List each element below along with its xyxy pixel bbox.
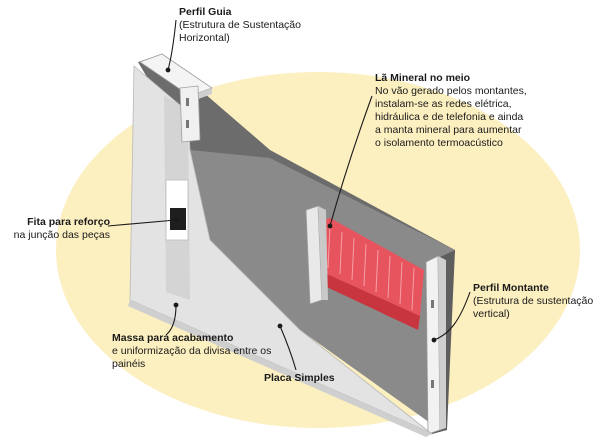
steel-stud-right xyxy=(425,255,446,435)
label-perfil-guia: Perfil Guia (Estrutura de Sustentação Ho… xyxy=(179,6,319,45)
label-placa: Placa Simples xyxy=(264,372,364,385)
wall-top-surface xyxy=(138,55,455,260)
leader-massa xyxy=(165,304,177,336)
label-placa-title: Placa Simples xyxy=(264,372,335,384)
top-track xyxy=(139,53,213,143)
label-perfil-montante-desc: (Estrutura de sustentação vertical) xyxy=(473,295,594,320)
steel-stud-left xyxy=(305,205,328,305)
label-la-mineral-title: Lã Mineral no meio xyxy=(375,72,471,84)
label-fita-title: Fita para reforço xyxy=(27,216,110,228)
leader-fita xyxy=(107,219,177,227)
dot-perfil-montante xyxy=(431,337,437,343)
gypsum-board-edge xyxy=(128,300,432,437)
label-fita-desc: na junção das peças xyxy=(13,229,110,241)
leader-la-mineral xyxy=(329,95,373,227)
dot-massa xyxy=(173,302,179,308)
dot-fita xyxy=(173,217,179,223)
label-la-mineral: Lã Mineral no meio No vão gerado pelos m… xyxy=(375,72,527,150)
leader-placa xyxy=(279,325,297,371)
label-la-mineral-desc: No vão gerado pelos montantes, instalam-… xyxy=(375,85,527,149)
label-massa-desc: e uniformização da divisa entre os painé… xyxy=(112,345,272,370)
label-perfil-guia-desc: (Estrutura de Sustentação Horizontal) xyxy=(179,19,301,44)
dot-perfil-guia xyxy=(165,67,171,73)
mineral-wool xyxy=(316,218,424,330)
dot-la-mineral xyxy=(327,223,333,229)
label-perfil-montante-title: Perfil Montante xyxy=(473,282,549,294)
label-perfil-guia-title: Perfil Guia xyxy=(179,6,232,18)
label-massa-title: Massa para acabamento xyxy=(112,332,234,344)
leader-perfil-montante xyxy=(433,291,471,341)
label-perfil-montante: Perfil Montante (Estrutura de sustentaçã… xyxy=(473,282,598,321)
dot-placa xyxy=(277,323,283,329)
label-massa: Massa para acabamento e uniformização da… xyxy=(112,332,272,371)
leader-perfil-guia xyxy=(167,19,177,71)
label-fita: Fita para reforço na junção das peças xyxy=(2,216,110,242)
